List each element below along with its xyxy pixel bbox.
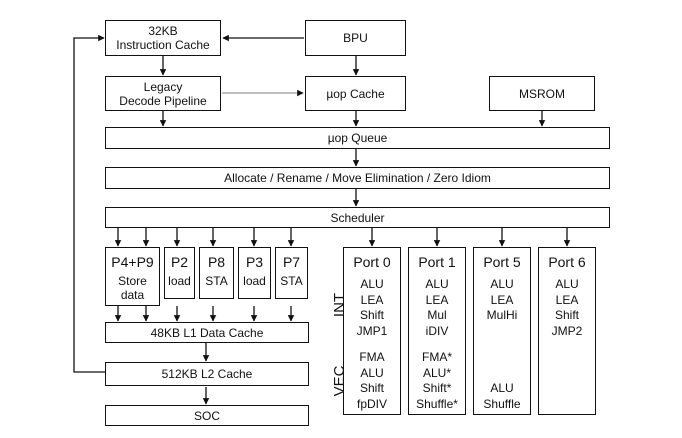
op [474,350,530,366]
op: ALU [425,277,449,291]
op: FMA [359,350,385,364]
l2-cache-box: 512KB L2 Cache [105,362,309,386]
op: ALU [490,277,514,291]
exec-port-1: Port 1 ALU LEA Mul iDIV FMA* ALU* Shift*… [408,247,466,415]
port-p8: P8 STA [199,247,234,299]
port-role-line: data [120,288,145,302]
op: ALU [360,277,384,291]
port-name: P3 [245,254,264,270]
op: Shift [359,308,384,322]
op: iDIV [425,323,449,338]
msrom-label: MSROM [519,86,565,101]
soc-label: SOC [193,408,220,423]
op: fpDIV [356,396,387,411]
op: JMP2 [551,323,583,338]
op [474,366,530,382]
int-ops-list: ALU LEA Shift JMP1 [344,277,400,339]
icache-size: 32KB [148,24,178,38]
port-role: STA [280,274,303,288]
decode-pipeline-label: Decode Pipeline [119,93,207,108]
allocate-rename-box: Allocate / Rename / Move Elimination / Z… [105,167,610,189]
arrow-l2-to-icache [73,34,106,373]
port-name: P4+P9 [111,254,154,270]
uop-queue-label: µop Queue [327,131,388,145]
port-role: Store data [106,274,159,302]
op: LEA [360,292,384,307]
exec-port-5: Port 5 ALU LEA MulHi ALU Shuffle [473,247,531,415]
int-ops-list: ALU LEA MulHi [474,277,530,324]
op: ALU* [422,365,451,380]
port-title: Port 6 [548,254,586,270]
op: MulHi [486,308,518,322]
op: Shift [359,381,384,395]
bpu-label: BPU [343,31,368,45]
port-p2: P2 load [164,247,195,299]
port-title: Port 5 [483,254,521,270]
legacy-decode-box: Legacy Decode Pipeline [105,76,221,111]
uop-queue-box: µop Queue [105,127,610,149]
msrom-box: MSROM [489,76,595,111]
int-ops-list: ALU LEA Mul iDIV [409,277,465,339]
scheduler-box: Scheduler [105,207,610,228]
op: ALU [490,381,514,395]
vec-ops-list: ALU Shuffle [474,350,530,412]
port-role: STA [205,274,228,288]
scheduler-label: Scheduler [330,210,385,225]
op: ALU [360,365,384,380]
instruction-cache-box: 32KB Instruction Cache [105,20,221,56]
l2-label: 512KB L2 Cache [161,367,253,381]
op: Shift [554,308,579,322]
int-ops-list: ALU LEA Shift JMP2 [539,277,595,339]
op: LEA [490,292,514,307]
op: FMA* [422,350,452,364]
op: JMP1 [356,323,388,338]
op: Shuffle* [416,396,458,411]
soc-box: SOC [105,405,309,426]
legacy-label: Legacy [143,79,183,94]
uop-cache-label: µop Cache [326,86,385,101]
uop-cache-box: µop Cache [305,76,406,111]
port-p3: P3 load [238,247,271,299]
port-role: load [168,274,191,288]
icache-label: Instruction Cache [116,38,210,52]
op: LEA [555,292,579,307]
op: ALU [555,277,579,291]
port-name: P2 [170,254,189,270]
exec-port-0: Port 0 ALU LEA Shift JMP1 FMA ALU Shift … [343,247,401,415]
port-p4-p9: P4+P9 Store data [105,247,160,306]
allocate-rename-label: Allocate / Rename / Move Elimination / Z… [224,171,491,185]
port-title: Port 1 [418,254,456,270]
port-p7: P7 STA [275,247,308,299]
port-title: Port 0 [353,254,391,270]
op: Shift* [422,381,452,395]
port-name: P8 [207,254,226,270]
vec-ops-list: FMA ALU Shift fpDIV [344,350,400,412]
port-role-line: Store [118,274,147,288]
l1-data-cache-box: 48KB L1 Data Cache [105,322,309,343]
op: Shuffle [483,396,521,411]
bpu-box: BPU [305,20,406,56]
op: Mul [427,308,447,322]
exec-port-6: Port 6 ALU LEA Shift JMP2 [538,247,596,415]
op: LEA [425,292,449,307]
port-role: load [243,274,266,288]
vec-ops-list: FMA* ALU* Shift* Shuffle* [409,350,465,412]
l1d-label: 48KB L1 Data Cache [150,325,264,340]
port-name: P7 [282,254,301,270]
